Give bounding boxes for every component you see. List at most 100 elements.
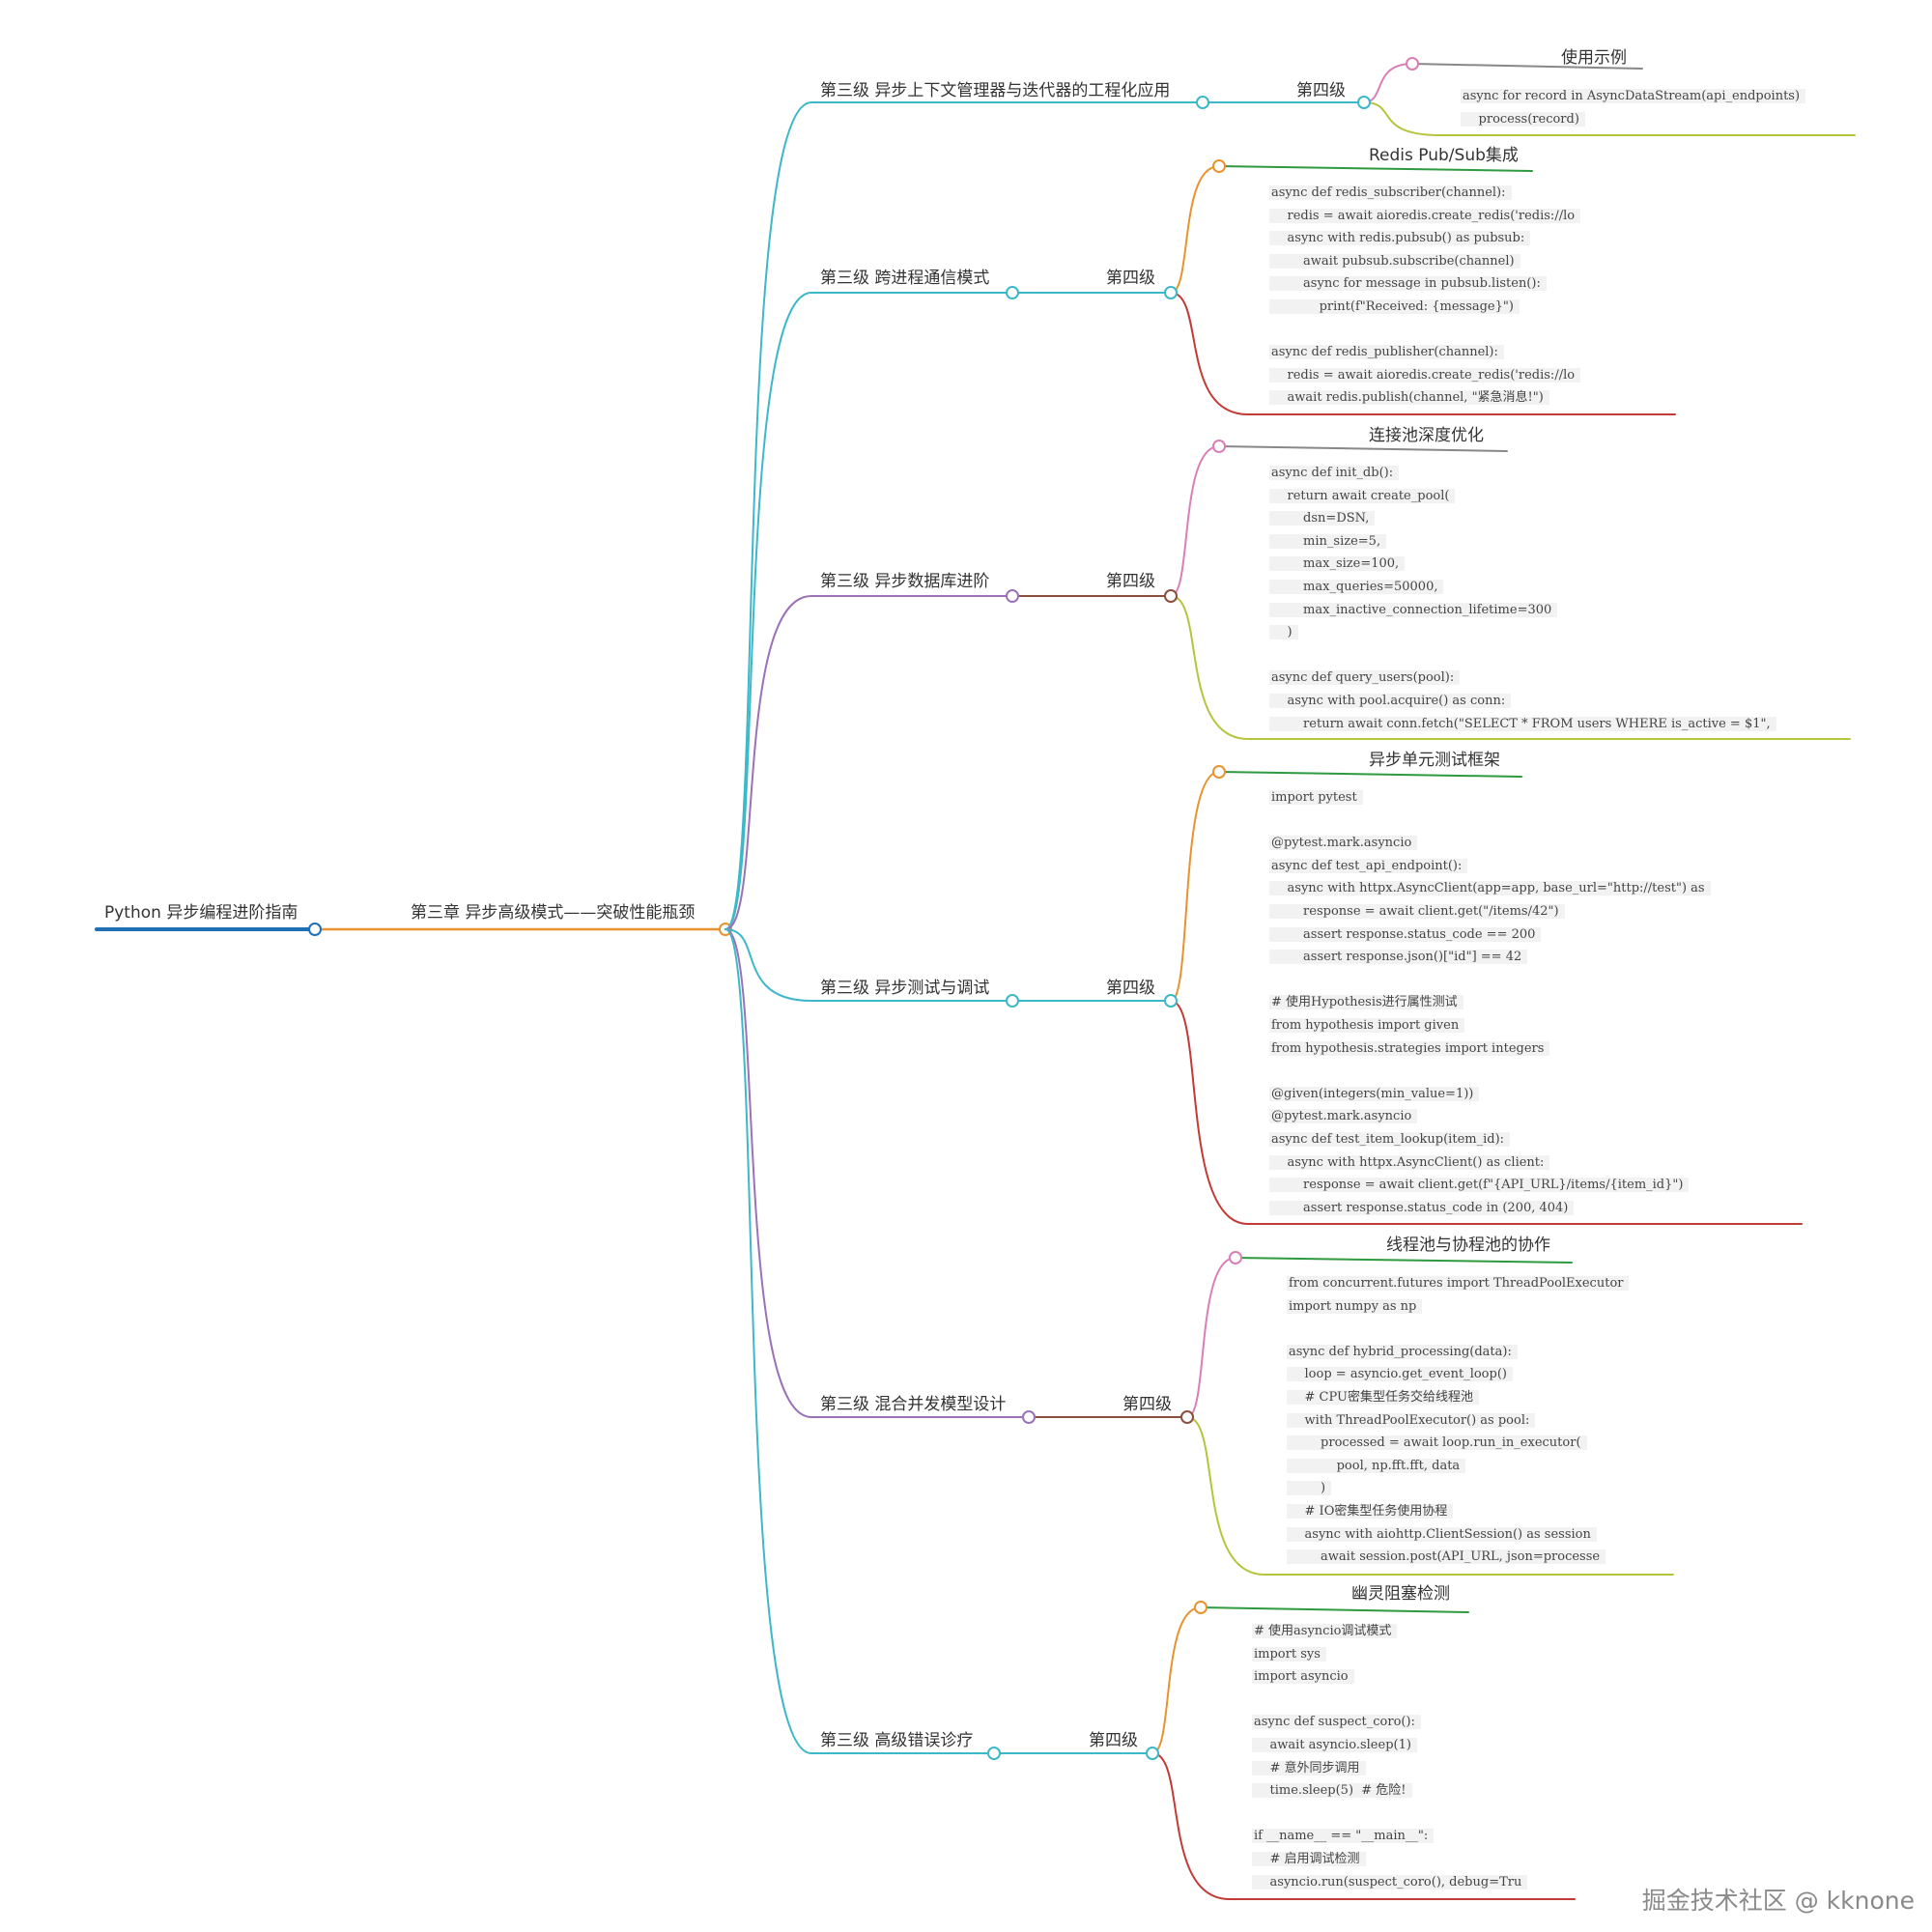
branch-2-title[interactable]: Redis Pub/Sub集成: [1369, 146, 1519, 165]
code-line: [1269, 969, 1711, 992]
code-line: asyncio.run(suspect_coro(), debug=Tru: [1252, 1871, 1528, 1894]
branch-1-node[interactable]: [1196, 96, 1209, 109]
code-line: [1252, 1689, 1527, 1712]
branch-4-connector: [724, 928, 1013, 1002]
code-line: async with redis.pubsub() as pubsub:: [1269, 227, 1580, 250]
branch-2-title-node[interactable]: [1212, 159, 1226, 173]
branch-4-title-node[interactable]: [1212, 765, 1226, 779]
branch-2-level4-label[interactable]: 第四级: [1106, 269, 1155, 288]
branch-6-title[interactable]: 幽灵阻塞检测: [1351, 1584, 1450, 1604]
branch-1-code-underline: [1363, 101, 1856, 136]
branch-6-node[interactable]: [987, 1747, 1001, 1760]
code-line: response = await client.get(f"{API_URL}/…: [1269, 1174, 1711, 1197]
code-line: max_size=100,: [1269, 553, 1776, 576]
code-line: async def hybrid_processing(data):: [1287, 1341, 1629, 1364]
code-line: import numpy as np: [1287, 1295, 1629, 1319]
code-line: dsn=DSN,: [1269, 507, 1776, 530]
code-line: pool, np.fft.fft, data: [1287, 1455, 1629, 1478]
branch-3-code-underline: [1170, 595, 1851, 740]
branch-6-level4-node[interactable]: [1146, 1747, 1159, 1760]
branch-5-connector: [724, 928, 1030, 1418]
code-line: import asyncio: [1252, 1665, 1527, 1689]
branch-2-title-underline: [1218, 165, 1533, 172]
branch-6-title-underline: [1200, 1606, 1469, 1613]
branch-5-code-underline: [1186, 1416, 1674, 1576]
code-line: time.sleep(5) # 危险!: [1252, 1779, 1527, 1803]
branch-6-label[interactable]: 第三级 高级错误诊疗: [820, 1731, 974, 1750]
code-line: assert response.json()["id"] == 42: [1269, 946, 1711, 969]
branch-4-level4-label[interactable]: 第四级: [1106, 979, 1155, 998]
code-line: assert response.status_code in (200, 404…: [1269, 1197, 1711, 1220]
branch-5-node[interactable]: [1022, 1410, 1036, 1424]
branch-5-level4-label[interactable]: 第四级: [1122, 1395, 1172, 1414]
code-line: async with pool.acquire() as conn:: [1269, 690, 1776, 713]
branch-3-title-underline: [1218, 445, 1508, 452]
code-line: @pytest.mark.asyncio: [1269, 832, 1711, 855]
code-line: max_inactive_connection_lifetime=300: [1269, 599, 1776, 622]
branch-3-code: async def init_db(): return await create…: [1269, 462, 1776, 735]
branch-3-level4-node[interactable]: [1164, 589, 1178, 603]
code-line: from concurrent.futures import ThreadPoo…: [1287, 1272, 1630, 1295]
code-line: assert response.status_code == 200: [1269, 923, 1711, 947]
branch-2-node[interactable]: [1006, 286, 1019, 299]
code-line: return await create_pool(: [1269, 485, 1776, 508]
code-line: [1269, 1060, 1711, 1083]
chapter-node-label[interactable]: 第三章 异步高级模式——突破性能瓶颈: [411, 903, 696, 923]
branch-1-label[interactable]: 第三级 异步上下文管理器与迭代器的工程化应用: [820, 81, 1171, 100]
branch-5-label[interactable]: 第三级 混合并发模型设计: [820, 1395, 1007, 1414]
branch-6-connector: [724, 928, 995, 1754]
code-line: process(record): [1461, 108, 1805, 131]
code-line: ): [1287, 1477, 1629, 1500]
branch-3-node[interactable]: [1006, 589, 1019, 603]
branch-4-title-underline: [1218, 771, 1522, 778]
branch-6-title-curve: [1151, 1606, 1202, 1754]
root-node[interactable]: [308, 923, 322, 936]
root-node-label[interactable]: Python 异步编程进阶指南: [104, 903, 298, 923]
branch-3-title-node[interactable]: [1212, 440, 1226, 453]
code-line: return await conn.fetch("SELECT * FROM u…: [1269, 713, 1776, 736]
branch-2-label[interactable]: 第三级 跨进程通信模式: [820, 269, 990, 288]
branch-4-code-underline: [1170, 1000, 1803, 1225]
branch-1-level4-label[interactable]: 第四级: [1296, 81, 1346, 100]
branch-1-level4-node[interactable]: [1357, 96, 1371, 109]
branch-4-label[interactable]: 第三级 异步测试与调试: [820, 979, 990, 998]
code-line: loop = asyncio.get_event_loop(): [1287, 1363, 1629, 1386]
code-line: await session.post(API_URL, json=process…: [1287, 1546, 1629, 1569]
branch-4-level4-node[interactable]: [1164, 994, 1178, 1008]
code-line: async def redis_subscriber(channel):: [1269, 182, 1580, 205]
branch-5-title[interactable]: 线程池与协程池的协作: [1386, 1236, 1550, 1255]
branch-2-level4-node[interactable]: [1164, 286, 1178, 299]
code-line: async def init_db():: [1269, 462, 1776, 485]
code-line: [1252, 1803, 1527, 1826]
code-line: await redis.publish(channel, "紧急消息!"): [1269, 386, 1580, 410]
code-line: with ThreadPoolExecutor() as pool:: [1287, 1409, 1629, 1433]
branch-4-node[interactable]: [1006, 994, 1019, 1008]
branch-3-title[interactable]: 连接池深度优化: [1369, 426, 1484, 445]
code-line: @given(integers(min_value=1)): [1269, 1083, 1711, 1106]
branch-5-title-node[interactable]: [1229, 1251, 1242, 1264]
branch-4-title[interactable]: 异步单元测试框架: [1369, 751, 1500, 770]
code-line: redis = await aioredis.create_redis('red…: [1269, 205, 1581, 228]
branch-1-title-node[interactable]: [1406, 57, 1419, 71]
branch-2-code-underline: [1170, 292, 1676, 415]
code-line: processed = await loop.run_in_executor(: [1287, 1432, 1629, 1455]
branch-5-level4-node[interactable]: [1180, 1410, 1194, 1424]
code-line: async def suspect_coro():: [1252, 1711, 1527, 1734]
branch-6-level4-label[interactable]: 第四级: [1089, 1731, 1138, 1750]
code-line: async with httpx.AsyncClient(app=app, ba…: [1269, 877, 1711, 900]
code-line: redis = await aioredis.create_redis('red…: [1269, 364, 1581, 387]
code-line: # 使用Hypothesis进行属性测试: [1269, 991, 1711, 1014]
branch-3-connector: [724, 595, 1013, 930]
branch-2-title-curve: [1170, 165, 1220, 294]
code-line: async def test_api_endpoint():: [1269, 855, 1711, 878]
branch-5-title-curve: [1186, 1257, 1236, 1418]
code-line: await asyncio.sleep(1): [1252, 1734, 1527, 1757]
branch-3-level4-label[interactable]: 第四级: [1106, 572, 1155, 591]
branch-6-title-node[interactable]: [1194, 1601, 1208, 1614]
code-line: # IO密集型任务使用协程: [1287, 1500, 1629, 1523]
branch-3-label[interactable]: 第三级 异步数据库进阶: [820, 572, 990, 591]
branch-1-title[interactable]: 使用示例: [1561, 48, 1627, 68]
